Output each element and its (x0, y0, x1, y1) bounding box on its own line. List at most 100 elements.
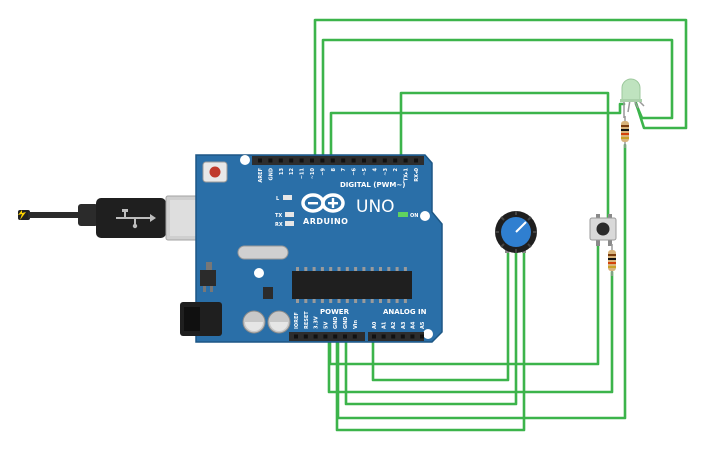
digital-pin-label: ~11 (300, 167, 306, 179)
digital-pin-hole[interactable] (403, 158, 408, 163)
voltage-regulator (200, 270, 216, 286)
digital-pin-label: 4 (372, 167, 378, 171)
digital-pin-label: AREF (258, 168, 264, 183)
analog-pin-label: A2 (391, 321, 397, 329)
digital-pin-hole[interactable] (414, 158, 418, 163)
led-rx (285, 221, 294, 226)
digital-pin-label: 8 (331, 167, 337, 171)
wire-pin10-to-led[interactable] (313, 18, 688, 162)
digital-pin-hole[interactable] (351, 158, 356, 163)
wire-pin2-to-button[interactable] (399, 91, 610, 222)
power-pin-label: GND (333, 317, 339, 329)
analog-header[interactable] (368, 332, 424, 341)
digital-pin-hole[interactable] (320, 158, 325, 163)
digital-pwm-label: DIGITAL (PWM~) (340, 181, 405, 189)
mounting-hole (254, 268, 264, 278)
digital-pin-hole[interactable] (268, 158, 273, 163)
digital-pin-hole[interactable] (372, 158, 377, 163)
wire-pin9-to-led[interactable] (321, 38, 674, 162)
analog-pin-hole[interactable] (391, 334, 396, 339)
digital-pin-label: ~3 (383, 167, 389, 175)
digital-pin-label: 7 (341, 167, 347, 171)
digital-pin-label: GND (268, 168, 274, 180)
digital-pin-hole[interactable] (362, 158, 366, 163)
digital-pin-hole[interactable] (310, 158, 314, 163)
pushbutton[interactable] (589, 214, 617, 246)
power-pin-hole[interactable] (323, 334, 328, 339)
digital-pin-label: ~10 (310, 167, 316, 179)
power-pin-hole[interactable] (313, 334, 318, 339)
analog-in-label: ANALOG IN (383, 308, 427, 316)
analog-pin-hole[interactable] (381, 334, 386, 339)
power-pin-hole[interactable] (303, 334, 308, 339)
mounting-hole (423, 329, 433, 339)
power-pin-label: 5V (323, 322, 329, 329)
power-pin-label: GND (343, 317, 349, 329)
power-pin-label: IOREF (294, 312, 300, 329)
wires (313, 18, 688, 432)
digital-pin-hole[interactable] (278, 158, 283, 163)
mounting-hole (240, 155, 250, 165)
pushbutton-cap[interactable] (596, 222, 610, 236)
led-l-label: L (276, 196, 280, 202)
analog-pin-label: A4 (410, 321, 416, 329)
arduino-logo-icon (301, 193, 345, 213)
power-pin-hole[interactable] (343, 334, 347, 339)
wire-button-to-5v[interactable] (328, 242, 600, 366)
digital-pin-label: 2 (393, 167, 399, 171)
digital-header[interactable] (252, 156, 424, 165)
power-on-led (398, 212, 408, 217)
wire-pot-to-a0[interactable] (371, 248, 510, 382)
wire-pin11-to-led[interactable] (329, 102, 626, 162)
potentiometer[interactable] (495, 211, 537, 253)
digital-pin-hole[interactable] (393, 158, 398, 163)
digital-pin-label: TX▸1 (404, 167, 410, 181)
analog-pin-label: A3 (401, 321, 407, 329)
arduino-brand-text: ARDUINO (303, 217, 348, 226)
analog-pin-hole[interactable] (420, 334, 424, 339)
digital-pin-hole[interactable] (341, 158, 346, 163)
digital-pin-label: 12 (289, 167, 295, 174)
digital-pin-hole[interactable] (382, 158, 387, 163)
digital-pin-label: RX◂0 (414, 167, 420, 181)
power-label: POWER (320, 308, 350, 316)
digital-pin-label: 13 (279, 167, 285, 174)
led-rx-label: RX (275, 222, 283, 228)
atmega-chip (292, 271, 412, 299)
power-pin-hole[interactable] (333, 334, 338, 339)
digital-pin-hole[interactable] (289, 158, 294, 163)
resistor-button[interactable] (608, 244, 616, 276)
knob-indicator (515, 221, 527, 233)
analog-pin-label: A0 (372, 321, 378, 329)
power-pin-label: RESET (304, 311, 310, 329)
analog-pin-label: A1 (382, 321, 388, 329)
analog-pin-label: A5 (420, 321, 426, 329)
mounting-hole (420, 211, 430, 221)
digital-pin-hole[interactable] (299, 158, 304, 163)
usb-cable[interactable] (18, 195, 225, 241)
digital-pin-hole[interactable] (330, 158, 335, 163)
analog-pin-hole[interactable] (400, 334, 405, 339)
uno-model-text: UNO (356, 197, 395, 217)
wire-pot-to-gnd[interactable] (344, 248, 518, 406)
power-pin-label: 3.3V (314, 316, 320, 329)
lightning-icon (18, 210, 26, 220)
digital-pin-label: ~5 (362, 167, 368, 175)
resistor-led[interactable] (621, 116, 629, 148)
rgb-led-body (621, 78, 641, 101)
small-chip (263, 287, 273, 299)
power-on-label: ON (410, 213, 418, 219)
digital-pin-hole[interactable] (258, 158, 262, 163)
crystal-oscillator (237, 245, 289, 260)
analog-pin-hole[interactable] (410, 334, 415, 339)
wire-pot-to-5v[interactable] (335, 248, 526, 432)
led-tx (285, 212, 294, 217)
digital-pin-label: ~9 (320, 167, 326, 175)
power-pin-hole[interactable] (294, 334, 298, 339)
rgb-led[interactable] (620, 78, 645, 118)
power-pin-hole[interactable] (352, 334, 357, 339)
analog-pin-hole[interactable] (372, 334, 376, 339)
reset-button-cap[interactable] (209, 166, 221, 178)
